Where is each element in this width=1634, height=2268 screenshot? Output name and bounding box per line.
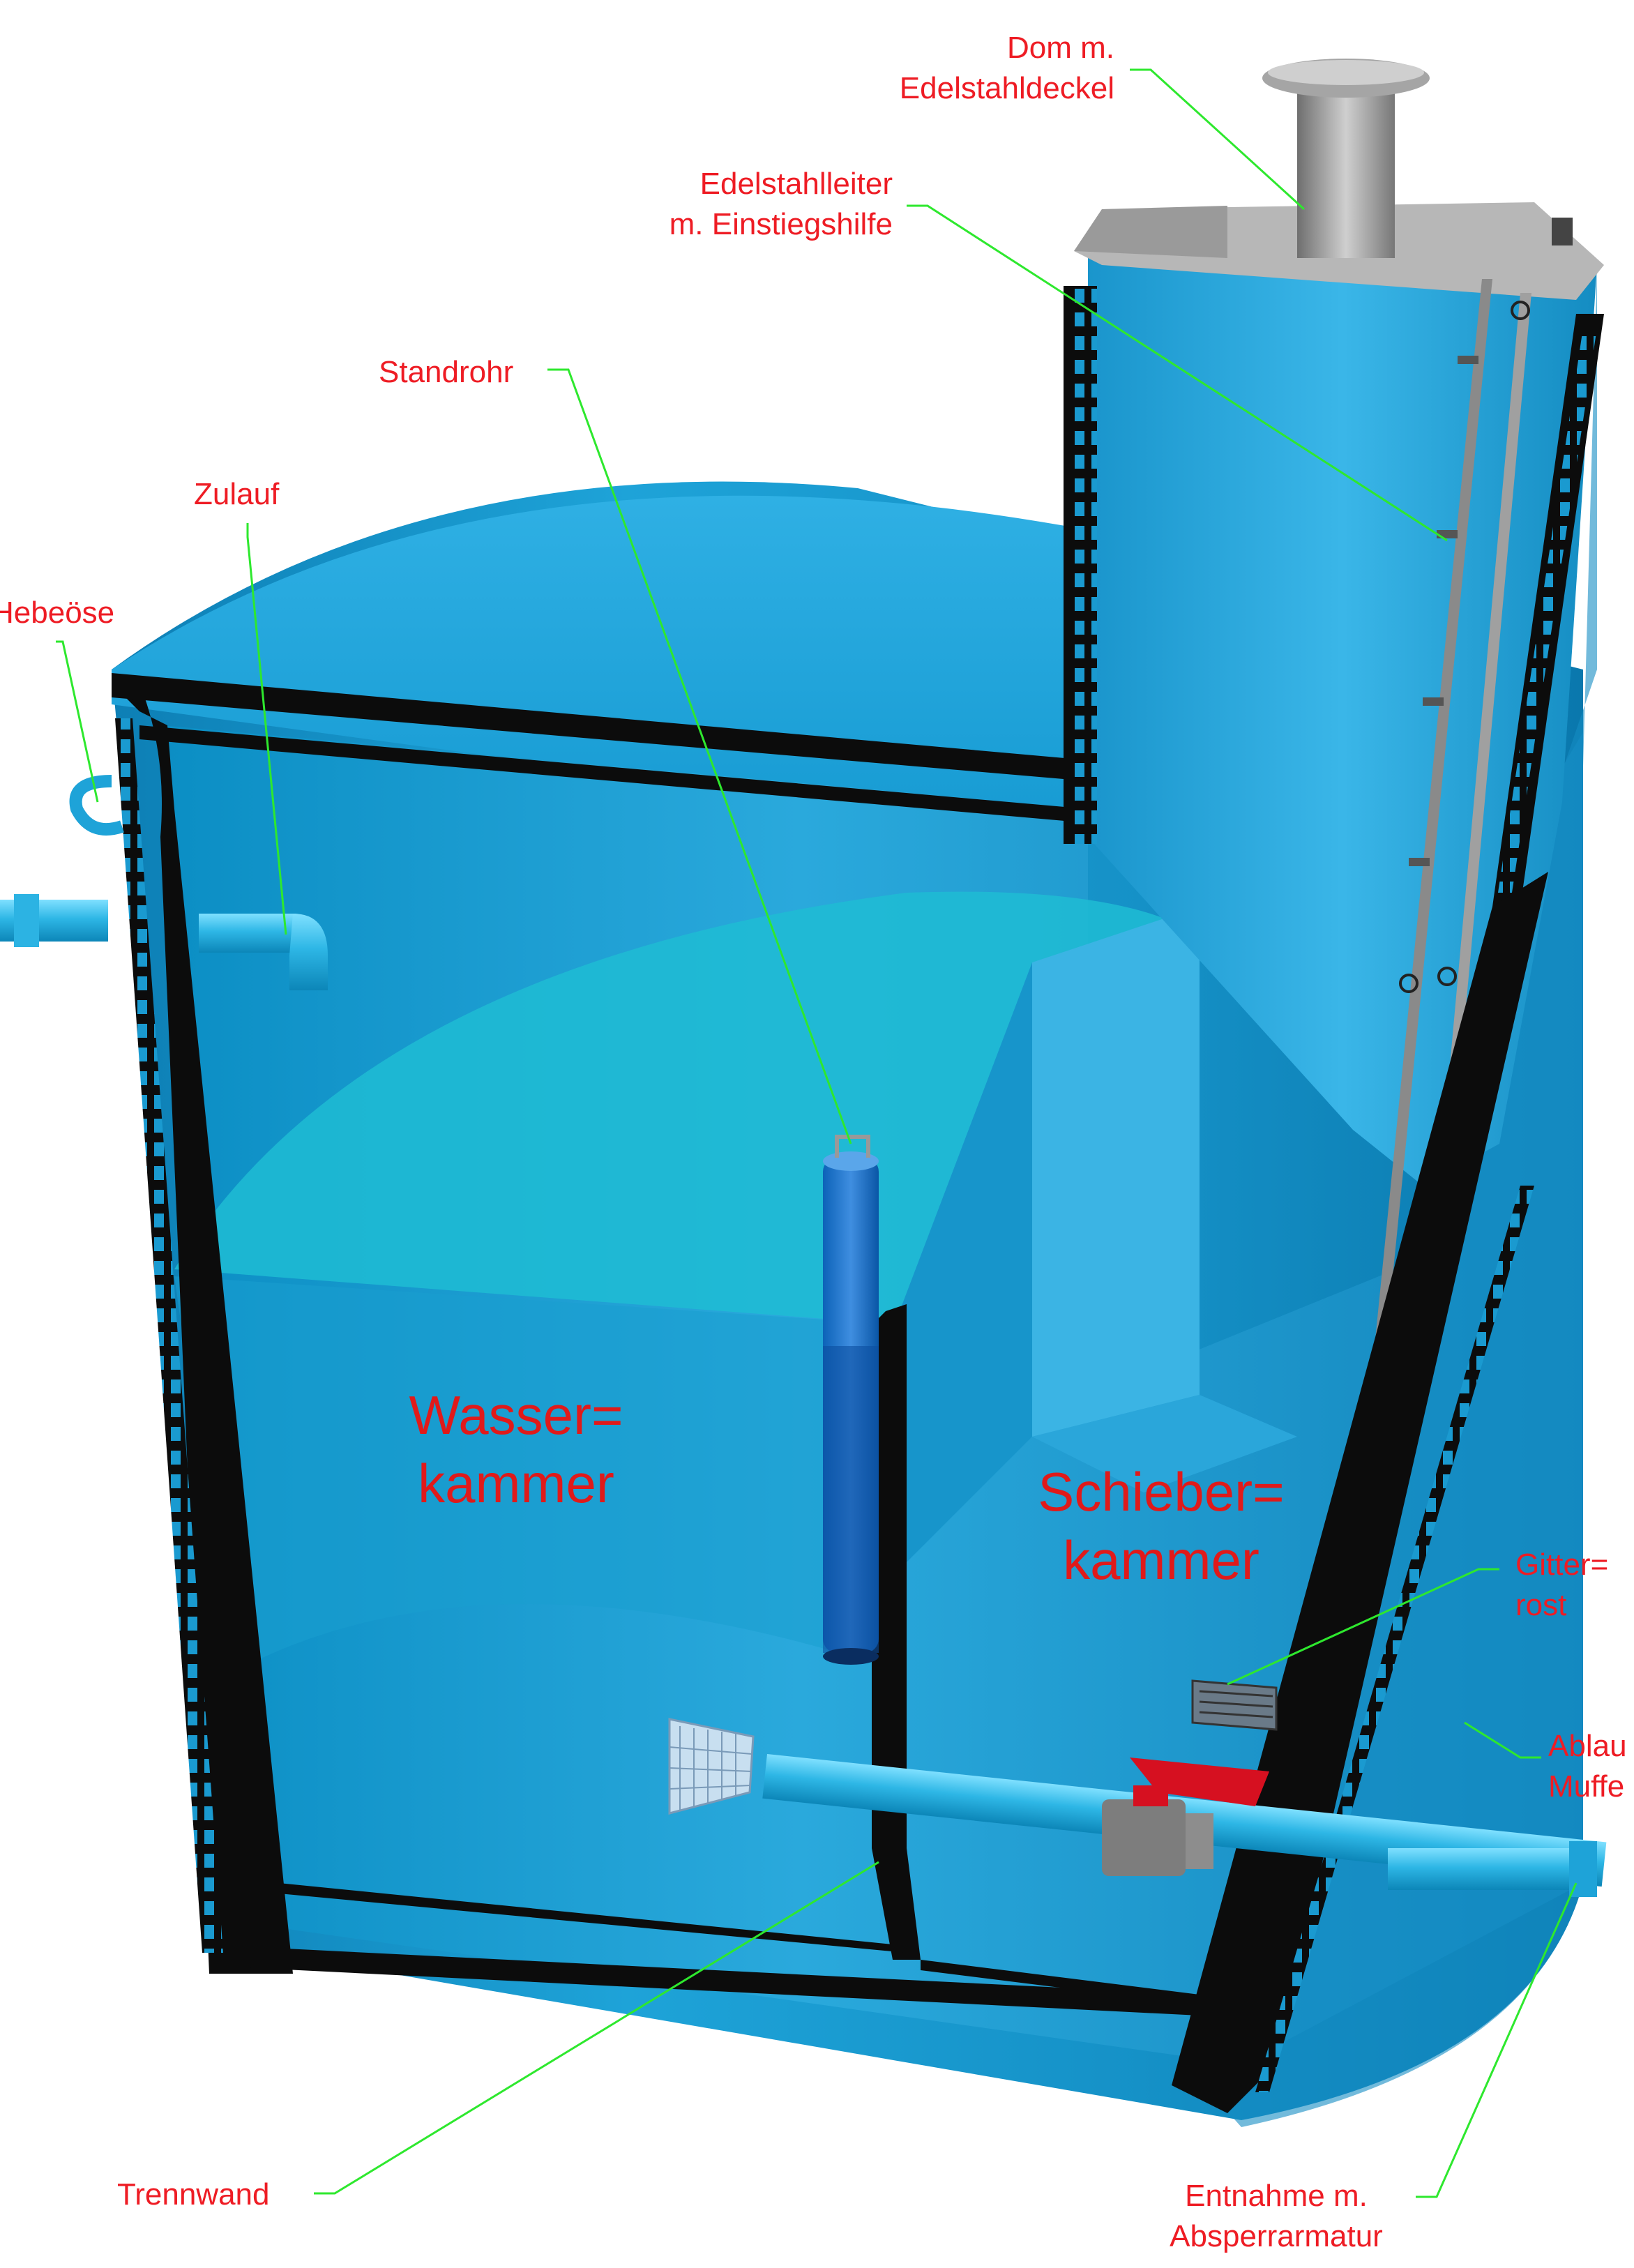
suction-strainer: [668, 1718, 755, 1815]
leader-standrohr: [547, 368, 852, 1144]
chamber-schieber-line-1: Schieber=: [1038, 1461, 1285, 1522]
label-leiter-line-1: Edelstahlleiter: [699, 167, 893, 201]
label-ablauf-line-2: Muffe: [1548, 1769, 1625, 1804]
lifting-eye: [69, 775, 124, 836]
dome-neck: [1297, 77, 1395, 258]
leader-leiter: [907, 204, 1448, 542]
leader-gitterrost: [1227, 1568, 1499, 1686]
leader-lines: [56, 68, 1578, 2198]
label-trennwand: Trennwand: [117, 2177, 270, 2212]
leader-trennwand: [314, 1861, 879, 2195]
chamber-wasser-line-2: kammer: [418, 1453, 614, 1514]
wall-sections: [112, 286, 1604, 2113]
label-dom-line-2: Edelstahldeckel: [899, 71, 1114, 105]
label-ablauf: Ablau Muffe: [1548, 1726, 1627, 1807]
label-zulauf: Zulauf: [194, 477, 280, 511]
chamber-wasser: Wasser= kammer: [391, 1381, 642, 1518]
label-entnahme-line-1: Entnahme m.: [1185, 2179, 1368, 2213]
chamber-schieber-line-2: kammer: [1063, 1529, 1259, 1591]
leader-entnahme: [1416, 1882, 1578, 2198]
label-dom: Dom m. Edelstahldeckel: [900, 28, 1114, 109]
leader-hebeoese: [56, 640, 99, 803]
label-ablauf-line-1: Ablau: [1548, 1729, 1627, 1763]
chamber-wasser-line-1: Wasser=: [409, 1384, 623, 1446]
grating: [1191, 1679, 1278, 1731]
inlet-pipe-outer: [0, 894, 108, 947]
label-entnahme: Entnahme m. Absperrarmatur: [1151, 2176, 1402, 2257]
label-entnahme-line-2: Absperrarmatur: [1170, 2219, 1383, 2253]
label-gitterrost-line-1: Gitter=: [1515, 1548, 1609, 1582]
label-gitterrost: Gitter= rost: [1515, 1545, 1608, 1626]
label-hebeoese: Hebeöse: [0, 596, 115, 630]
leader-ablauf: [1464, 1721, 1541, 1759]
inlet-elbow: [199, 914, 328, 990]
label-standrohr: Standrohr: [379, 355, 514, 389]
label-gitterrost-line-2: rost: [1515, 1588, 1567, 1622]
ball-valve: [1102, 1757, 1269, 1876]
standpipe: [823, 1135, 879, 1665]
label-dom-line-1: Dom m.: [1007, 31, 1114, 65]
leader-dom: [1130, 68, 1306, 211]
leader-zulauf: [246, 523, 287, 935]
chamber-schieber: Schieber= kammer: [1022, 1458, 1301, 1594]
label-leiter: Edelstahlleiter m. Einstiegshilfe: [670, 164, 893, 245]
label-leiter-line-2: m. Einstiegshilfe: [669, 207, 893, 241]
